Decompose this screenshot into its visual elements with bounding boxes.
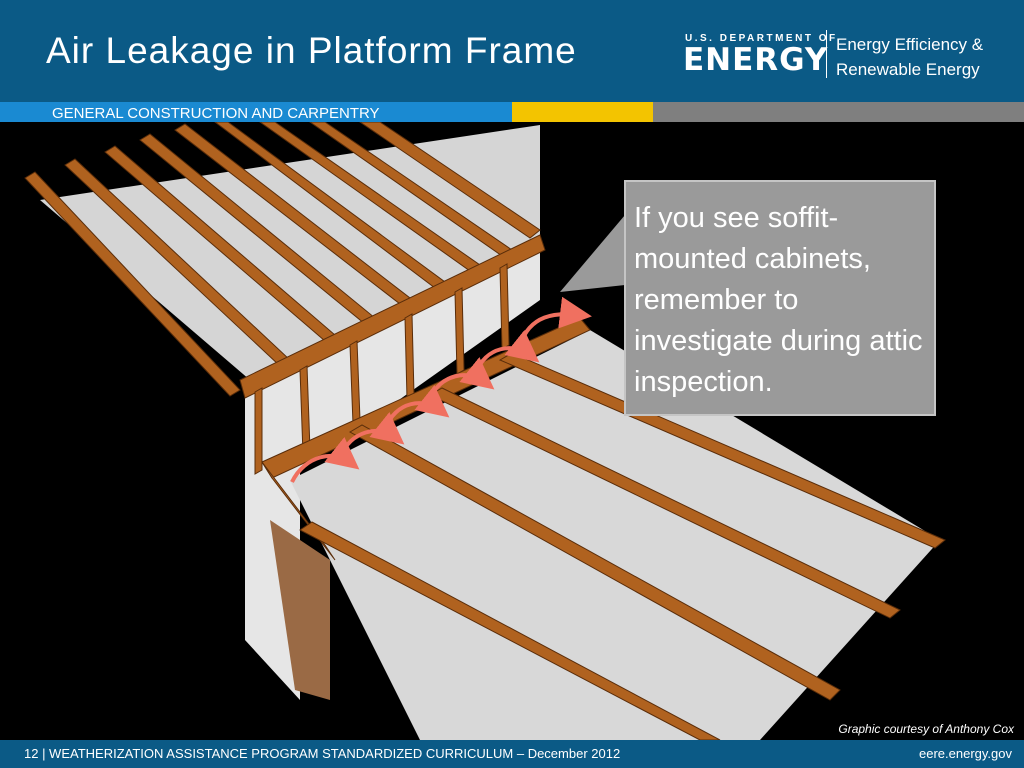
header-bar xyxy=(0,0,1024,102)
floor-sheathing xyxy=(290,330,940,740)
airflow-arrow xyxy=(338,412,405,459)
eere-line-2: Renewable Energy xyxy=(836,60,980,79)
floor-joist xyxy=(299,521,721,740)
platform-frame-illustration xyxy=(24,122,946,740)
section-stripe-gray xyxy=(653,102,1024,122)
doe-logo-name: ENERGY xyxy=(683,42,829,78)
rafter xyxy=(24,171,241,397)
floor-joist xyxy=(348,424,841,701)
soffit-panel xyxy=(270,520,330,700)
eere-logo-text: Energy Efficiency & Renewable Energy xyxy=(836,32,983,82)
top-plate xyxy=(239,234,546,399)
doe-logo-dept-line: U.S. DEPARTMENT OF xyxy=(685,33,838,44)
eere-line-1: Energy Efficiency & xyxy=(836,35,984,54)
graphic-credit: Graphic courtesy of Anthony Cox xyxy=(838,722,1014,736)
airflow-arrow xyxy=(473,330,540,376)
footer-bar xyxy=(0,740,1024,768)
footer-website: eere.energy.gov xyxy=(919,746,1012,761)
stud xyxy=(454,287,465,375)
footer-curriculum-text: 12 | WEATHERIZATION ASSISTANCE PROGRAM S… xyxy=(24,746,621,761)
airflow-arrow xyxy=(290,437,360,483)
airflow-arrow xyxy=(426,357,495,403)
callout-pointer xyxy=(560,215,625,292)
stud xyxy=(254,387,263,475)
section-stripe-yellow xyxy=(512,102,653,122)
airflow-arrow xyxy=(518,296,592,346)
slide-title: Air Leakage in Platform Frame xyxy=(46,30,577,71)
section-subtitle: GENERAL CONSTRUCTION AND CARPENTRY xyxy=(52,105,380,122)
stud xyxy=(499,263,510,350)
stud xyxy=(404,313,415,400)
airflow-arrow xyxy=(383,385,450,431)
logo-divider xyxy=(826,30,827,78)
section-stripe-blue xyxy=(0,102,512,122)
wall-panel xyxy=(245,240,540,700)
rafter xyxy=(359,122,541,239)
callout-box xyxy=(624,180,936,416)
callout-text: If you see soffit-mounted cabinets, reme… xyxy=(634,202,923,398)
